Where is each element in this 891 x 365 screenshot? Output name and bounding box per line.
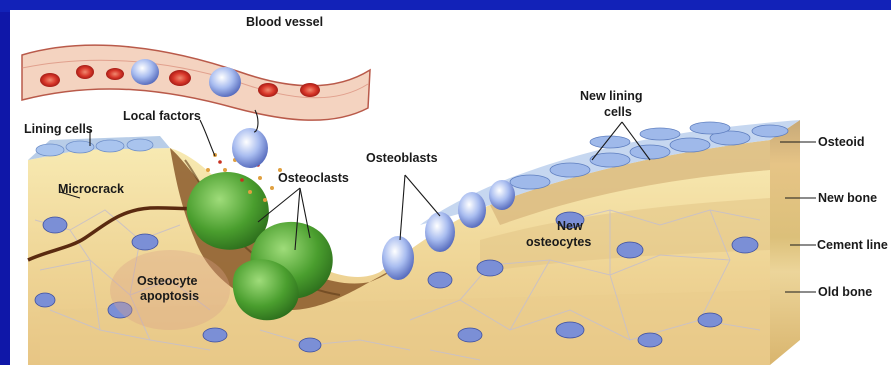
label-osteoid: Osteoid: [818, 135, 865, 149]
bone-remodeling-diagram: Blood vessel Local factors Lining cells …: [10, 10, 891, 365]
label-osteocyte-apoptosis-1: Osteocyte: [137, 274, 197, 288]
label-new-osteocytes-1: New: [557, 219, 583, 233]
label-osteoclasts: Osteoclasts: [278, 171, 349, 185]
label-new-lining-cells-1: New lining: [580, 89, 643, 103]
label-blood-vessel: Blood vessel: [246, 15, 323, 29]
label-osteocyte-apoptosis-2: apoptosis: [140, 289, 199, 303]
diagram-panel: Blood vessel Local factors Lining cells …: [10, 10, 891, 365]
label-new-osteocytes-2: osteocytes: [526, 235, 591, 249]
label-local-factors: Local factors: [123, 109, 201, 123]
label-lining-cells: Lining cells: [24, 122, 93, 136]
label-microcrack: Microcrack: [58, 182, 124, 196]
monocyte-cell: [232, 128, 268, 168]
label-new-lining-cells-2: cells: [604, 105, 632, 119]
bone-side-face: [770, 120, 800, 365]
label-cement-line: Cement line: [817, 238, 888, 252]
label-osteoblasts: Osteoblasts: [366, 151, 438, 165]
label-new-bone: New bone: [818, 191, 877, 205]
label-old-bone: Old bone: [818, 285, 872, 299]
